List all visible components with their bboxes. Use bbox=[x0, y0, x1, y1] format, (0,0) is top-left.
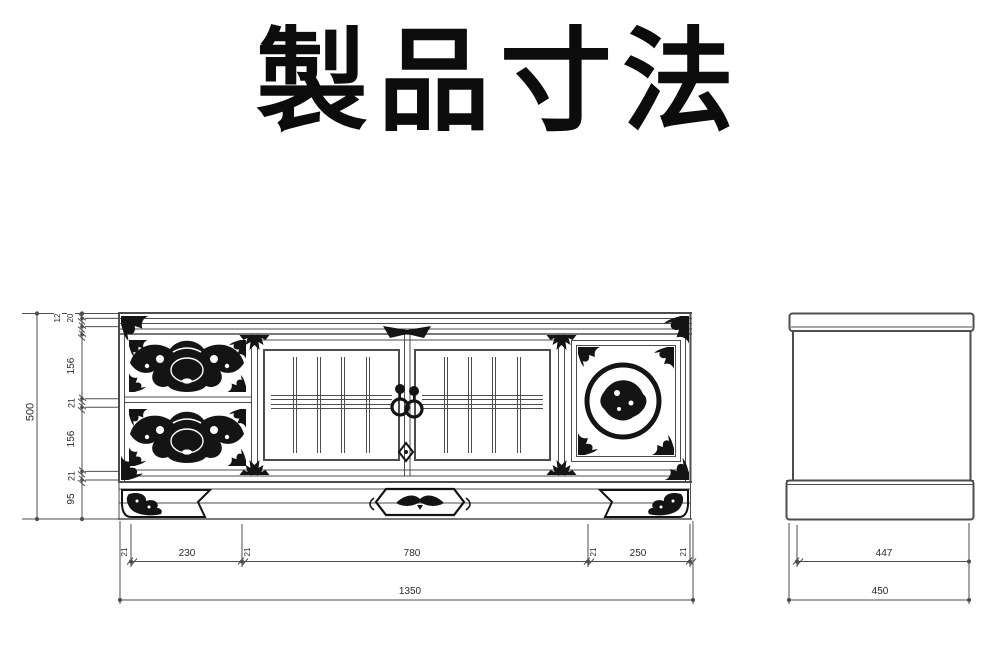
dim-side-width-top: 447 bbox=[873, 548, 895, 559]
dim-width-total: 1350 bbox=[396, 586, 424, 597]
lattice-doors bbox=[257, 334, 559, 476]
dim-height-seg-5: 156 bbox=[66, 428, 77, 450]
right-door-lattice bbox=[422, 357, 543, 453]
left-door-lattice bbox=[271, 357, 392, 453]
dim-height-seg-3: 156 bbox=[66, 355, 77, 377]
dim-width-left: 230 bbox=[176, 548, 198, 559]
side-view-cabinet bbox=[785, 312, 975, 521]
dim-tick-label-4: 21 bbox=[679, 545, 688, 559]
dim-height-seg-7: 95 bbox=[66, 491, 77, 507]
dimension-ticks bbox=[34, 311, 972, 603]
round-medallion-icon bbox=[587, 365, 659, 437]
cabinet-top-board bbox=[118, 312, 692, 335]
dim-height-seg-4: 21 bbox=[66, 395, 77, 411]
right-panel bbox=[571, 340, 681, 462]
dim-height-seg-2: 20 bbox=[66, 311, 75, 325]
dim-tick-label-1: 21 bbox=[120, 545, 129, 559]
dim-height-total: 500 bbox=[24, 400, 37, 424]
dim-side-width-base: 450 bbox=[869, 586, 891, 597]
dim-tick-label-2: 21 bbox=[243, 545, 252, 559]
dim-tick-label-3: 21 bbox=[589, 545, 598, 559]
dim-width-center: 780 bbox=[401, 548, 423, 559]
page-title: 製品寸法 bbox=[256, 21, 744, 145]
top-crest-icon bbox=[383, 326, 431, 338]
dim-height-seg-1: 12 bbox=[53, 311, 62, 325]
door-center-hardware bbox=[383, 326, 431, 462]
drawer-divider bbox=[124, 396, 251, 403]
butterfly-handle-icons bbox=[129, 339, 245, 464]
diamond-ornament-icon bbox=[398, 442, 414, 462]
dimension-lines bbox=[22, 313, 970, 604]
dim-width-right: 250 bbox=[627, 548, 649, 559]
dim-height-seg-6: 21 bbox=[66, 468, 77, 484]
front-view-cabinet bbox=[118, 312, 692, 520]
